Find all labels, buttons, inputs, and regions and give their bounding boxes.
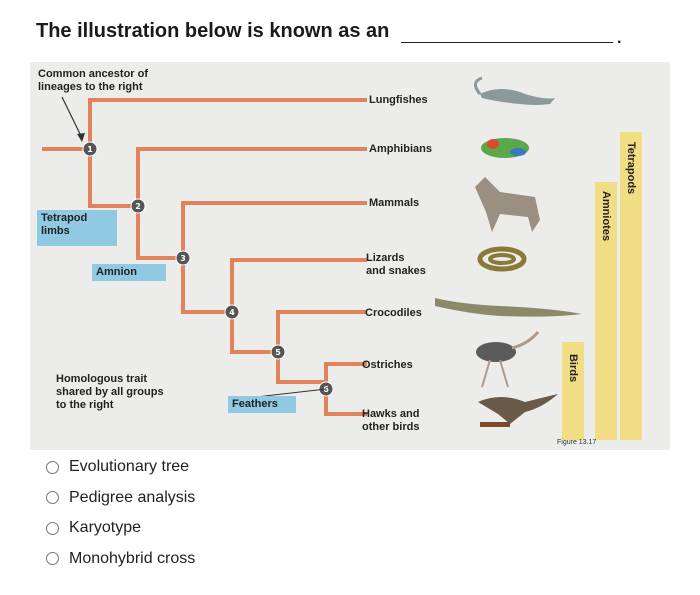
tree-diagram: 1 2 3 4 5 6: [42, 76, 582, 427]
group-bar-amniotes: Amniotes: [595, 182, 617, 440]
homologous-trait-legend: Homologous trait shared by all groups to…: [56, 373, 164, 411]
node-5: [270, 344, 286, 360]
frog-icon: [481, 138, 529, 158]
hawk-icon: [478, 394, 558, 427]
crocodile-icon: [435, 298, 582, 317]
node-1: [82, 141, 98, 157]
ostrich-icon: [476, 331, 540, 388]
wolf-icon: [475, 177, 540, 232]
common-ancestor-label: Common ancestor of lineages to the right: [38, 68, 149, 93]
question-period: .: [617, 30, 622, 47]
lineage-label-ostriches: Ostriches: [362, 359, 413, 371]
choice-label: Evolutionary tree: [69, 458, 190, 476]
root-arrowhead: [77, 133, 85, 142]
tree-nodes: [82, 141, 334, 397]
choice-pedigree-analysis[interactable]: Pedigree analysis: [46, 483, 195, 514]
choice-evolutionary-tree[interactable]: Evolutionary tree: [46, 452, 195, 483]
node-4: [224, 304, 240, 320]
node-2: [130, 198, 146, 214]
group-bar-tetrapods: Tetrapods: [620, 132, 642, 440]
radio-icon[interactable]: [46, 552, 59, 566]
lungfish-icon: [474, 76, 555, 105]
node-3-number: 3: [180, 254, 186, 263]
answer-blank: [401, 42, 613, 43]
lineage-label-amphibians: Amphibians: [369, 143, 432, 155]
answer-choices: Evolutionary tree Pedigree analysis Kary…: [46, 452, 195, 574]
node-3: [175, 250, 191, 266]
trait-amnion: Amnion: [92, 264, 166, 281]
lineage-label-mammals: Mammals: [369, 197, 420, 209]
group-bar-birds: Birds: [562, 342, 584, 440]
root-arrow: [61, 96, 83, 139]
phylogenetic-tree-figure: 1 2 3 4 5 6: [30, 62, 670, 450]
choice-label: Monohybrid cross: [69, 549, 196, 567]
radio-icon[interactable]: [46, 521, 59, 535]
radio-icon[interactable]: [46, 491, 59, 505]
node-2-number: 2: [135, 202, 141, 211]
choice-label: Pedigree analysis: [69, 488, 196, 506]
snake-icon: [477, 246, 527, 272]
figure-number: Figure 13.17: [557, 439, 597, 446]
question-text: The illustration below is known as an: [36, 20, 390, 42]
choice-monohybrid-cross[interactable]: Monohybrid cross: [46, 544, 195, 575]
node-1-number: 1: [87, 145, 93, 154]
node-5-number: 5: [275, 348, 281, 357]
choice-label: Karyotype: [69, 519, 142, 537]
trait-feathers: Feathers: [228, 396, 296, 413]
node-4-number: 4: [229, 308, 235, 317]
lineage-label-lungfishes: Lungfishes: [369, 94, 428, 106]
lineage-label-crocodiles: Crocodiles: [365, 307, 422, 319]
trait-tetrapod-limbs: Tetrapod limbs: [37, 210, 117, 246]
choice-karyotype[interactable]: Karyotype: [46, 513, 195, 544]
node-6-number: 6: [323, 385, 329, 394]
radio-icon[interactable]: [46, 460, 59, 474]
